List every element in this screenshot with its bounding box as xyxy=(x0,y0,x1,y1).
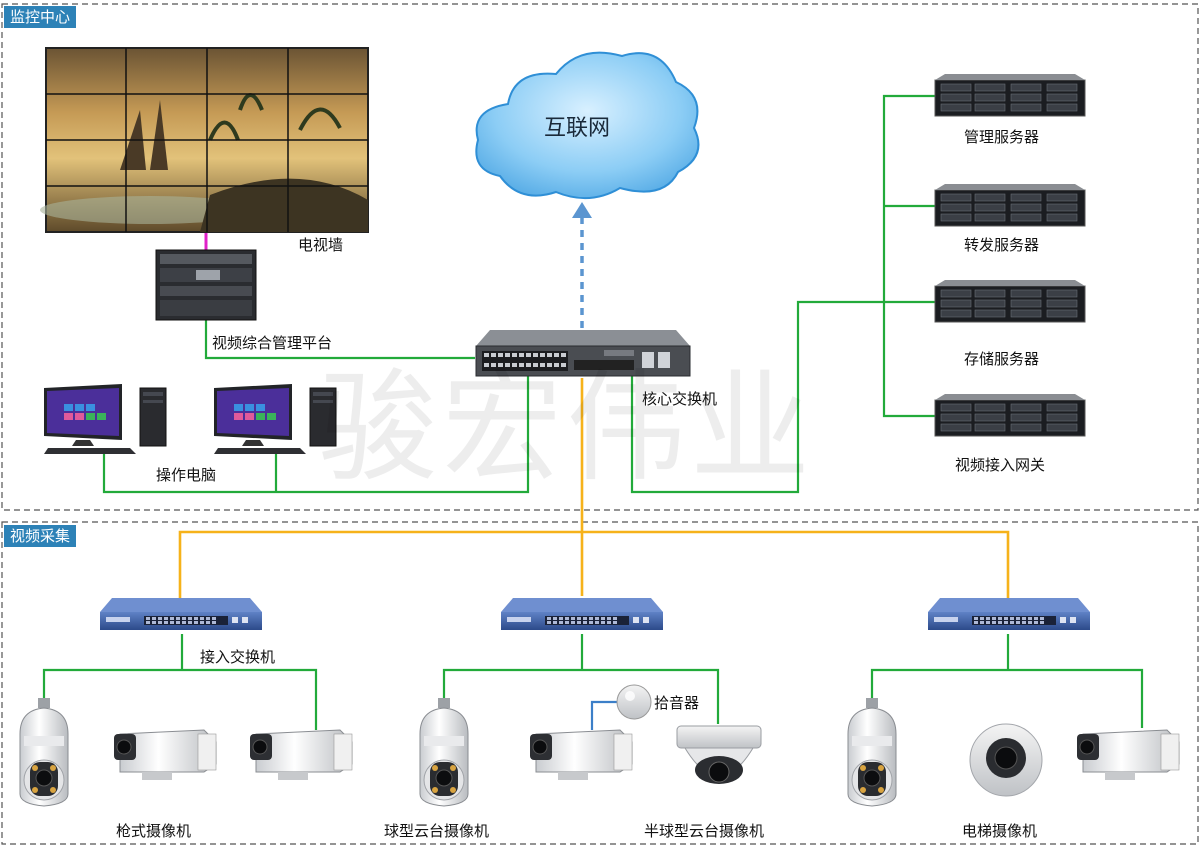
storage-server-label: 存储服务器 xyxy=(964,350,1040,368)
operator-pc-icon xyxy=(43,383,167,455)
forward-server-label: 转发服务器 xyxy=(964,236,1040,254)
ptz-camera-icon-3 xyxy=(847,697,897,807)
video-gateway-label: 视频接入网关 xyxy=(955,456,1046,474)
ptz-camera-icon-2 xyxy=(419,697,469,807)
zone-label-video-capture: 视频采集 xyxy=(4,525,77,547)
bullet-camera-icon-4 xyxy=(1076,729,1180,781)
mgmt-server-label: 管理服务器 xyxy=(964,128,1040,146)
zone-label-monitor-center: 监控中心 xyxy=(4,6,77,28)
core-switch-label: 核心交换机 xyxy=(642,390,718,408)
cloud-label: 互联网 xyxy=(544,116,611,141)
gateway-server-icon xyxy=(934,393,1086,437)
platform-label: 视频综合管理平台 xyxy=(212,334,333,352)
core-switch-icon xyxy=(475,330,691,377)
dome-ptz-camera-label: 球型云台摄像机 xyxy=(384,822,490,840)
half-dome-camera-icon xyxy=(676,725,762,785)
half-dome-camera-label: 半球型云台摄像机 xyxy=(644,822,765,840)
access-switch-icon-2 xyxy=(501,598,663,630)
access-switch-icon-3 xyxy=(928,598,1090,630)
management-platform-icon xyxy=(155,249,257,321)
elevator-camera-label: 电梯摄像机 xyxy=(962,822,1038,840)
ptz-camera-icon-1 xyxy=(19,697,69,807)
bullet-camera-icon-3 xyxy=(529,729,633,781)
bullet-camera-icon-1 xyxy=(113,729,217,781)
bullet-camera-icon-2 xyxy=(249,729,353,781)
storage-server-icon xyxy=(934,279,1086,323)
bullet-camera-label: 枪式摄像机 xyxy=(116,822,192,840)
cloud-icon xyxy=(475,51,700,200)
watermark-text: 骏宏伟业 xyxy=(318,359,814,498)
forward-server-icon xyxy=(934,183,1086,227)
microphone-label: 拾音器 xyxy=(654,694,700,712)
tv-wall-label: 电视墙 xyxy=(298,236,344,254)
tv-wall-icon xyxy=(40,47,369,233)
fisheye-camera-icon xyxy=(969,723,1043,797)
management-server-icon xyxy=(934,73,1086,117)
microphone-icon xyxy=(616,684,652,720)
access-switch-label: 接入交换机 xyxy=(200,648,276,666)
operator-pc-label: 操作电脑 xyxy=(156,466,217,484)
access-switch-icon-1 xyxy=(100,598,262,630)
